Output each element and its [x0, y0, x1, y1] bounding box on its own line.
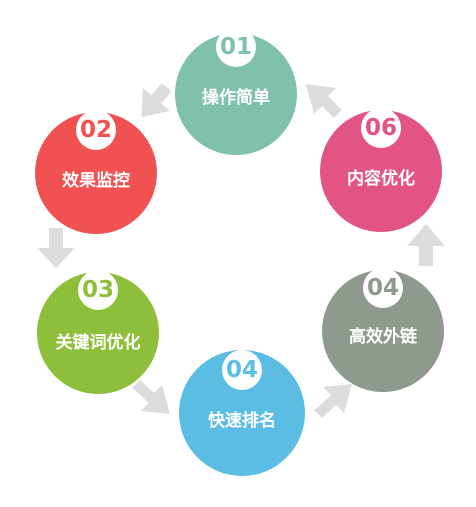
arrow-icon-05-to-06 [407, 224, 445, 266]
step-label: 关键词优化 [55, 333, 141, 353]
step-01-circle: 01 操作简单 [175, 27, 297, 155]
arrow-icon-03-to-04 [132, 380, 170, 414]
step-number-badge: 03 [78, 270, 118, 310]
step-06-circle: 06 内容优化 [320, 108, 442, 232]
arrow-icon-02-to-03 [37, 228, 75, 268]
step-number-badge: 06 [361, 108, 401, 148]
step-number-badge: 04 [363, 268, 403, 308]
step-number-badge: 04 [222, 350, 262, 390]
step-label: 快速排名 [208, 411, 276, 431]
step-label: 内容优化 [347, 169, 415, 189]
step-04-circle: 04 快速排名 [179, 350, 305, 476]
step-number-badge: 02 [76, 110, 116, 150]
arrow-icon-01-to-02 [141, 83, 172, 118]
step-03-circle: 03 关键词优化 [37, 270, 159, 394]
arrow-icon-04-to-05 [314, 384, 352, 418]
arrow-icon-06-to-01 [306, 84, 342, 118]
step-label: 操作简单 [202, 88, 270, 108]
step-label: 效果监控 [62, 171, 130, 191]
step-number-badge: 01 [216, 27, 256, 67]
step-label: 高效外链 [349, 327, 417, 347]
step-05-circle: 04 高效外链 [322, 268, 444, 392]
step-02-circle: 02 效果监控 [35, 110, 157, 234]
